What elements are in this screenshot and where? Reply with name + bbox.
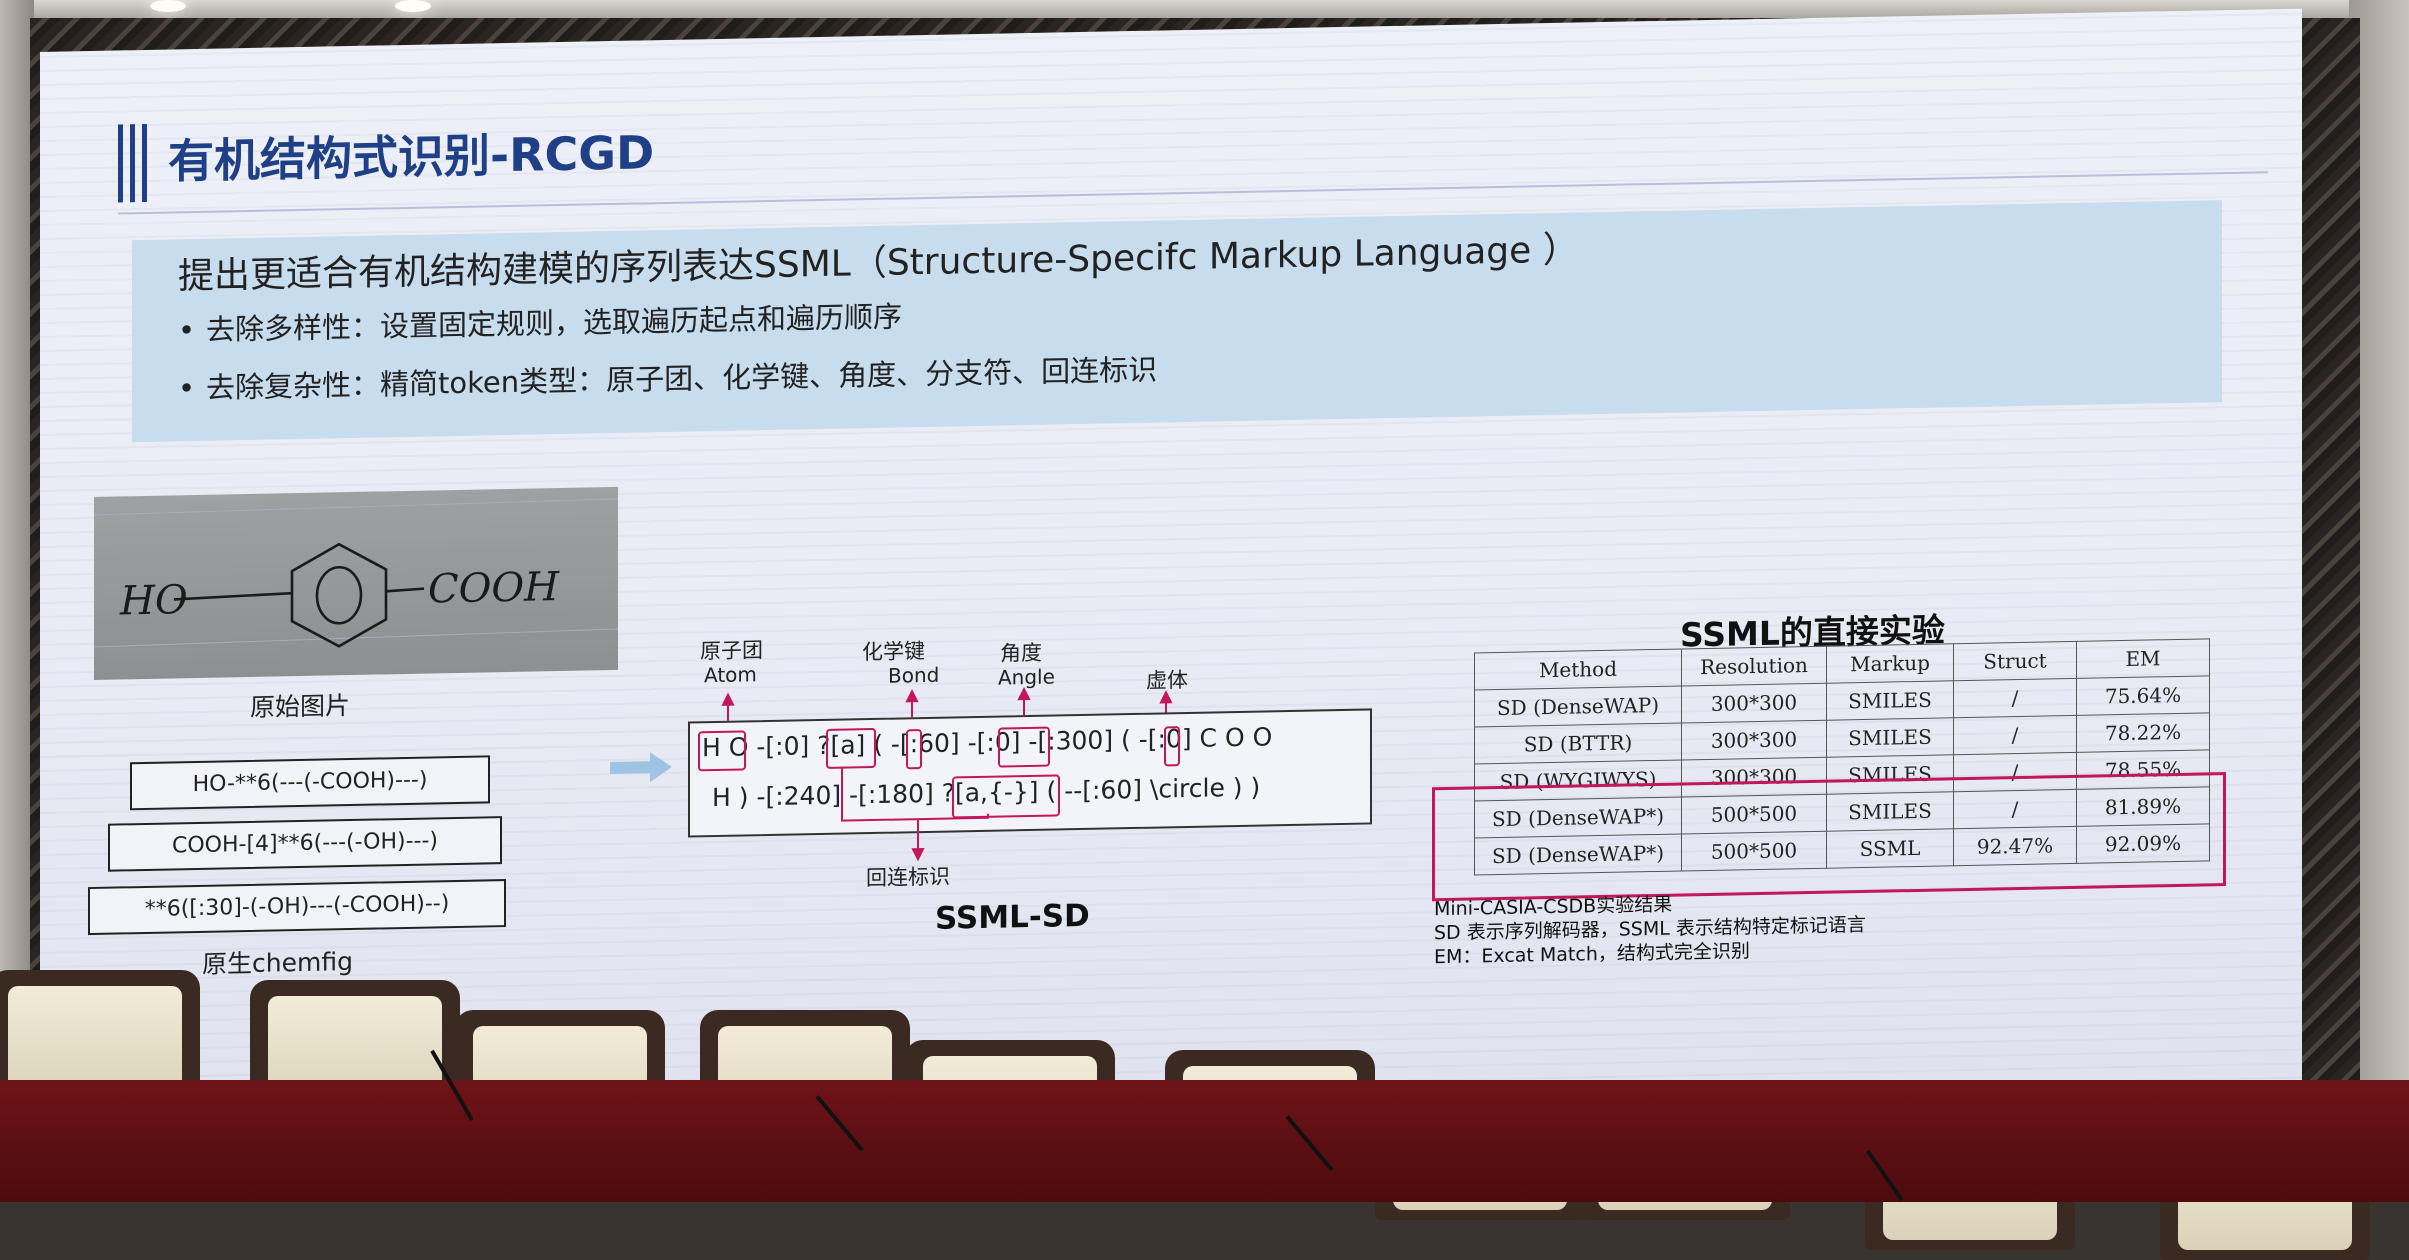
projected-slide: 有机结构式识别-RCGD 提出更适合有机结构建模的序列表达SSML（Struct… [40,8,2302,1162]
table-header: Markup [1826,643,1954,684]
atom-highlight [698,730,746,772]
chemfig-box: **6([:30]-(-OH)---(-COOH)--) [88,879,506,936]
atom-label-cn: 原子团 [700,638,763,664]
photo-caption: 原始图片 [250,691,351,722]
table-cell: SMILES [1826,680,1954,721]
table-cell: SMILES [1826,717,1954,758]
ssml-sd-title: SSML-SD [935,897,1090,937]
slide-title: 有机结构式识别-RCGD [168,125,655,189]
handwritten-molecule-photo: HO COOH [94,486,618,680]
table-cell: / [1953,678,2077,718]
ceiling-light [395,0,431,12]
bond-label-cn: 化学键 [862,639,925,665]
chemfig-box: HO-**6(---(-COOH)---) [130,755,490,811]
ring-closure-label: 回连标识 [866,864,950,891]
bullet-marker: • [178,313,196,348]
ring-closure-bracket [841,766,989,862]
ceiling-light [150,0,186,12]
chemfig-box: COOH-[4]**6(---(-OH)---) [108,816,502,872]
table-cell: 300*300 [1681,720,1827,760]
table-header: Resolution [1681,646,1827,686]
bullet-marker: • [178,371,196,406]
handwritten-molecule-drawing: HO COOH [94,498,618,648]
angle-label-cn: 角度 [1000,640,1042,666]
virtual-highlight [1164,726,1180,767]
table-cell: 78.22% [2076,712,2210,753]
table-header: Struct [1953,641,2077,681]
table-header: Method [1474,648,1682,690]
right-arrow-icon [610,752,672,783]
table-cell: SD (DenseWAP) [1474,685,1682,727]
ring-open-highlight [826,727,876,769]
table-cell: 75.64% [2076,675,2210,716]
table-cell: 300*300 [1681,683,1827,723]
table-cell: SD (BTTR) [1474,722,1682,764]
table-header: EM [2076,638,2210,679]
highlighted-rows-box [1432,772,2226,902]
handwritten-ho-label: HO [119,577,188,624]
handwritten-cooh-label: COOH [428,564,560,613]
red-conference-desk [0,1080,2409,1202]
table-cell: / [1953,715,2077,755]
experiment-notes: Mini-CASIA-CSDB实验结果 SD 表示序列解码器，SSML 表示结构… [1434,889,1866,969]
